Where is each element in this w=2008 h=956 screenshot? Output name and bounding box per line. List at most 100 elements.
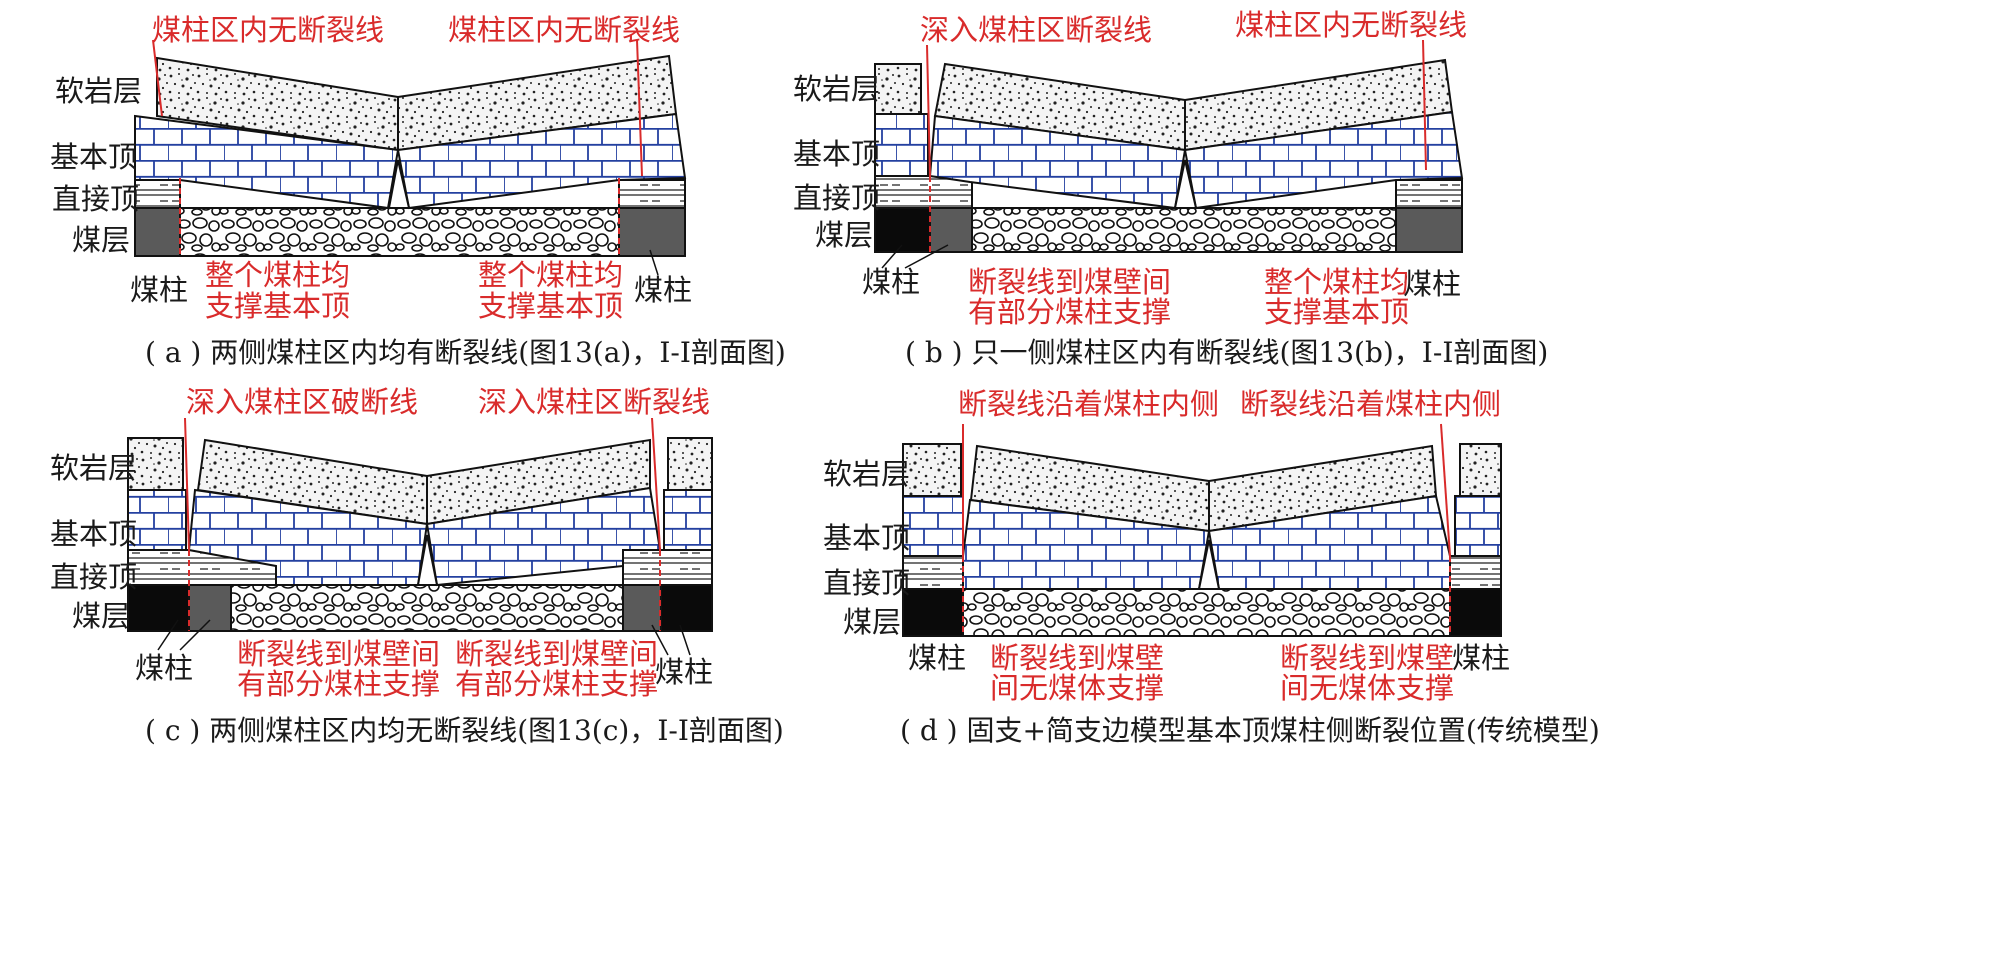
label-soft-rock: 软岩层: [793, 72, 880, 106]
pointer-left-1: [157, 619, 179, 651]
main-roof-left-block: [962, 498, 1211, 590]
label-soft-rock: 软岩层: [55, 74, 142, 108]
label-soft-rock: 软岩层: [823, 457, 910, 491]
red-fracture-line-right: [1440, 423, 1451, 557]
coal-pillar-left-black: [127, 584, 190, 632]
hinge-gap: [416, 534, 439, 586]
annotation-top-right: 断裂线沿着煤柱内侧: [1240, 387, 1501, 421]
label-coal-pillar-left: 煤柱: [130, 273, 188, 307]
coal-pillar-right: [1395, 207, 1463, 253]
coal-pillar-left: [134, 207, 181, 257]
coal-pillar-right-gray: [622, 584, 662, 632]
pointer-right-2: [679, 624, 691, 656]
label-coal-pillar-left: 煤柱: [135, 651, 193, 685]
immediate-roof-right: [1449, 555, 1502, 590]
red-fracture-line-right: [651, 417, 661, 551]
hinge-gap: [387, 159, 411, 209]
label-coal-seam: 煤层: [843, 605, 901, 639]
annotation-bottom-right-1: 整个煤柱均: [1264, 265, 1409, 299]
pointer-left-1: [881, 244, 903, 269]
annotation-bottom-left-1: 断裂线到煤壁: [990, 641, 1164, 675]
annotation-bottom-right-2: 有部分煤柱支撑: [455, 667, 658, 701]
label-immediate-roof: 直接顶: [52, 182, 139, 216]
immediate-roof-left: [902, 555, 964, 590]
annotation-bottom-right-2: 支撑基本顶: [478, 289, 623, 323]
annotation-bottom-right-1: 断裂线到煤壁: [1280, 641, 1454, 675]
immediate-roof-right: [1395, 179, 1463, 209]
annotation-bottom-left-1: 断裂线到煤壁间: [237, 637, 440, 671]
label-main-roof: 基本顶: [793, 137, 880, 171]
coal-seam-goaf: [179, 207, 620, 257]
panel-d: 断裂线沿着煤柱内侧 断裂线沿着煤柱内侧 软岩层 基本顶 直接顶 煤层 煤柱 煤柱…: [823, 387, 1600, 747]
soft-rock-right-stub: [667, 437, 713, 491]
coal-pillar-right: [618, 207, 686, 257]
annotation-bottom-right-1: 整个煤柱均: [478, 258, 623, 292]
hinge-gap: [1173, 159, 1198, 209]
annotation-top-left: 深入煤柱区破断线: [186, 385, 418, 419]
soft-rock-left-stub: [874, 63, 922, 115]
label-main-roof: 基本顶: [50, 517, 137, 551]
pointer-right-1: [651, 624, 669, 656]
hinge-gap: [1197, 539, 1221, 590]
pointer-right: [649, 249, 659, 276]
coal-pillar-left-gray: [188, 584, 232, 632]
annotation-bottom-left-1: 整个煤柱均: [205, 258, 350, 292]
panel-a: 煤柱区内无断裂线 煤柱区内无断裂线 软岩层 基本顶 直接顶 煤层 煤柱 煤柱 整…: [50, 13, 786, 369]
soft-rock-right-stub: [1459, 443, 1502, 497]
annotation-top-right: 深入煤柱区断裂线: [478, 385, 710, 419]
annotation-bottom-left-2: 间无煤体支撑: [990, 671, 1164, 705]
annotation-bottom-left-1: 断裂线到煤壁间: [968, 265, 1171, 299]
panel-c: 深入煤柱区破断线 深入煤柱区断裂线 软岩层 基本顶 直接顶 煤层 煤柱 煤柱 断…: [50, 385, 784, 747]
annotation-bottom-left-2: 有部分煤柱支撑: [968, 295, 1171, 329]
coal-pillar-left-black: [874, 207, 931, 253]
annotation-top-right: 煤柱区内无断裂线: [448, 13, 680, 47]
coal-pillar-right-black: [660, 584, 713, 632]
red-fracture-line-left: [184, 417, 190, 551]
label-coal-seam: 煤层: [815, 218, 873, 252]
caption-a: ( a ) 两侧煤柱区内均有断裂线(图13(a)，I-I剖面图): [145, 336, 786, 369]
annotation-top-left: 深入煤柱区断裂线: [920, 13, 1152, 47]
red-fracture-line-right: [1422, 39, 1427, 171]
label-immediate-roof: 直接顶: [50, 560, 137, 594]
annotation-bottom-right-1: 断裂线到煤壁间: [455, 637, 658, 671]
coal-pillar-left-gray: [929, 207, 973, 253]
annotation-top-right: 煤柱区内无断裂线: [1235, 8, 1467, 42]
immediate-roof-left: [134, 179, 181, 209]
label-immediate-roof: 直接顶: [793, 181, 880, 215]
annotation-bottom-left-2: 支撑基本顶: [205, 289, 350, 323]
label-main-roof: 基本顶: [50, 140, 137, 174]
coal-pillar-left: [902, 588, 964, 637]
coal-seam-goaf: [962, 588, 1451, 637]
red-fracture-line-left: [926, 44, 931, 177]
label-soft-rock: 软岩层: [50, 451, 137, 485]
annotation-bottom-left-2: 有部分煤柱支撑: [237, 667, 440, 701]
annotation-top-left: 煤柱区内无断裂线: [152, 13, 384, 47]
coal-seam-goaf: [230, 584, 624, 632]
immediate-roof-right: [618, 179, 686, 209]
panel-b: 深入煤柱区断裂线 煤柱区内无断裂线 软岩层 基本顶 直接顶 煤层 煤柱 煤柱 断…: [793, 8, 1548, 369]
coal-seam-goaf: [971, 207, 1397, 253]
label-coal-pillar-left: 煤柱: [908, 641, 966, 675]
main-roof-left-block: [134, 114, 400, 210]
caption-d: ( d ) 固支+简支边模型基本顶煤柱侧断裂位置(传统模型): [900, 714, 1600, 747]
main-roof-left-stub: [902, 495, 964, 557]
main-roof-right-stub: [1454, 495, 1502, 557]
label-main-roof: 基本顶: [823, 521, 910, 555]
annotation-bottom-right-2: 间无煤体支撑: [1280, 671, 1454, 705]
main-roof-left-block: [928, 114, 1187, 210]
label-coal-pillar-left: 煤柱: [862, 265, 920, 299]
annotation-bottom-right-2: 支撑基本顶: [1264, 295, 1409, 329]
annotation-top-left: 断裂线沿着煤柱内侧: [958, 387, 1219, 421]
soft-rock-left-stub: [902, 443, 962, 497]
label-coal-pillar-right: 煤柱: [655, 655, 713, 689]
immediate-roof-right: [622, 549, 713, 586]
label-coal-pillar-right: 煤柱: [1403, 267, 1461, 301]
label-coal-pillar-right: 煤柱: [634, 273, 692, 307]
main-roof-right-stub: [663, 489, 713, 551]
pointer-left-2: [904, 244, 949, 269]
soft-rock-left-stub: [127, 437, 184, 491]
main-roof-left-stub: [874, 113, 929, 177]
main-roof-left-stub: [127, 489, 187, 551]
red-fracture-line-right: [636, 39, 643, 177]
